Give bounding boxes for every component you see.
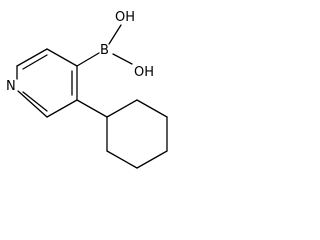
chemical-structure: OH B OH N — [6, 10, 168, 169]
bond-c3-c4 — [46, 48, 78, 67]
oh-label-bottom: OH — [134, 65, 154, 80]
bond-cy2-cy3 — [136, 99, 168, 118]
bond-cy5-cy6 — [106, 150, 138, 169]
bond-c2-cy1 — [76, 99, 108, 118]
bond-cy1-cy2 — [106, 99, 138, 118]
bond-b-oh1 — [108, 24, 122, 45]
bond-c4-c5 — [16, 48, 48, 67]
bond-c3-b — [76, 52, 100, 67]
bond-b-oh2 — [112, 53, 133, 65]
nitrogen-label: N — [6, 79, 16, 94]
bond-n-c1 — [17, 90, 48, 118]
boron-label: B — [100, 43, 109, 58]
double-bond-n-c1 — [22, 91, 48, 112]
double-bond-c4-c5 — [22, 54, 48, 70]
oh-label-top: OH — [115, 10, 135, 25]
bond-cy4-cy5 — [136, 150, 168, 169]
bond-c1-c2 — [46, 99, 78, 118]
